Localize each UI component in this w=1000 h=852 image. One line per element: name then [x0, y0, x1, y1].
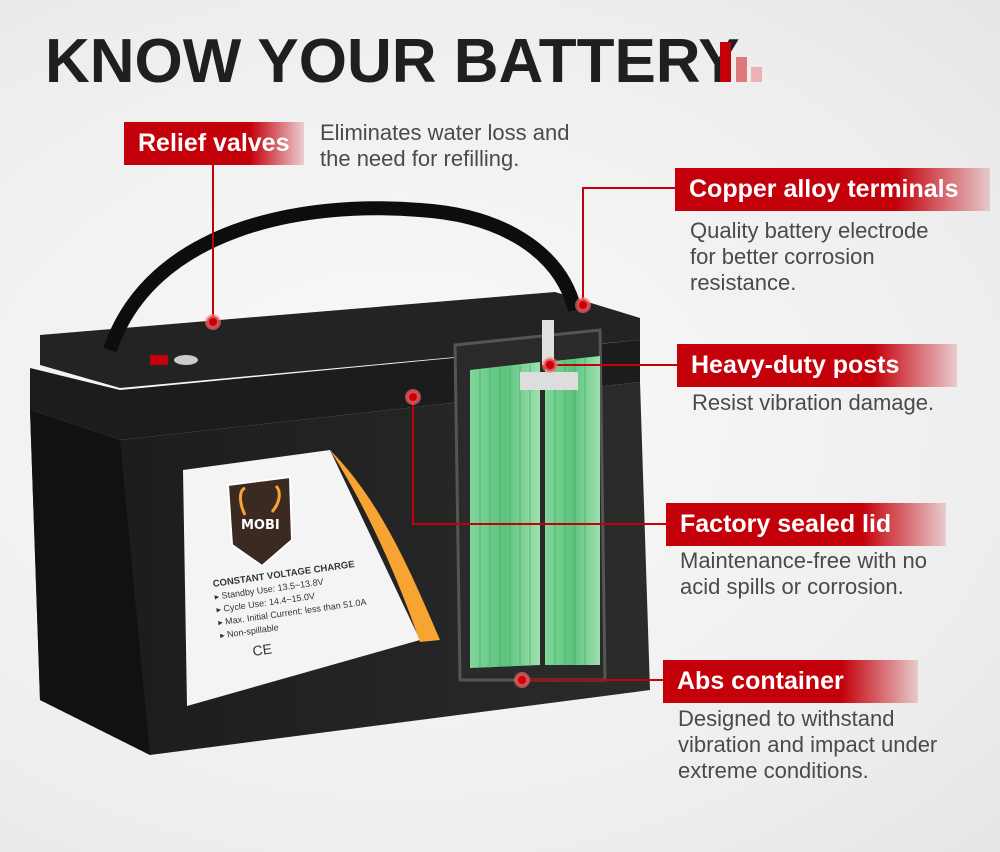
callout-factory-sealed-lid: Factory sealed lid [666, 503, 946, 546]
callout-heavy-duty-posts-desc: Resist vibration damage. [692, 390, 935, 415]
page-title: KNOW YOUR BATTERY [45, 27, 740, 96]
callout-abs-container-desc: Designed to withstand vibration and impa… [678, 706, 938, 783]
callout-heavy-duty-posts: Heavy-duty posts [677, 344, 957, 387]
callout-abs-container: Abs container [663, 660, 918, 703]
brand-name: MOBI [241, 518, 280, 533]
callout-relief-valves-desc: Eliminates water loss and the need for r… [320, 120, 570, 171]
mobi-logo-icon [226, 475, 294, 568]
callout-relief-valves: Relief valves [124, 122, 304, 165]
callout-factory-sealed-lid-desc: Maintenance-free with no acid spills or … [680, 548, 928, 599]
bar-graphic-icon [720, 40, 765, 82]
callout-copper-terminals: Copper alloy terminals [675, 168, 990, 211]
callout-copper-terminals-desc: Quality battery electrode for better cor… [690, 218, 929, 295]
